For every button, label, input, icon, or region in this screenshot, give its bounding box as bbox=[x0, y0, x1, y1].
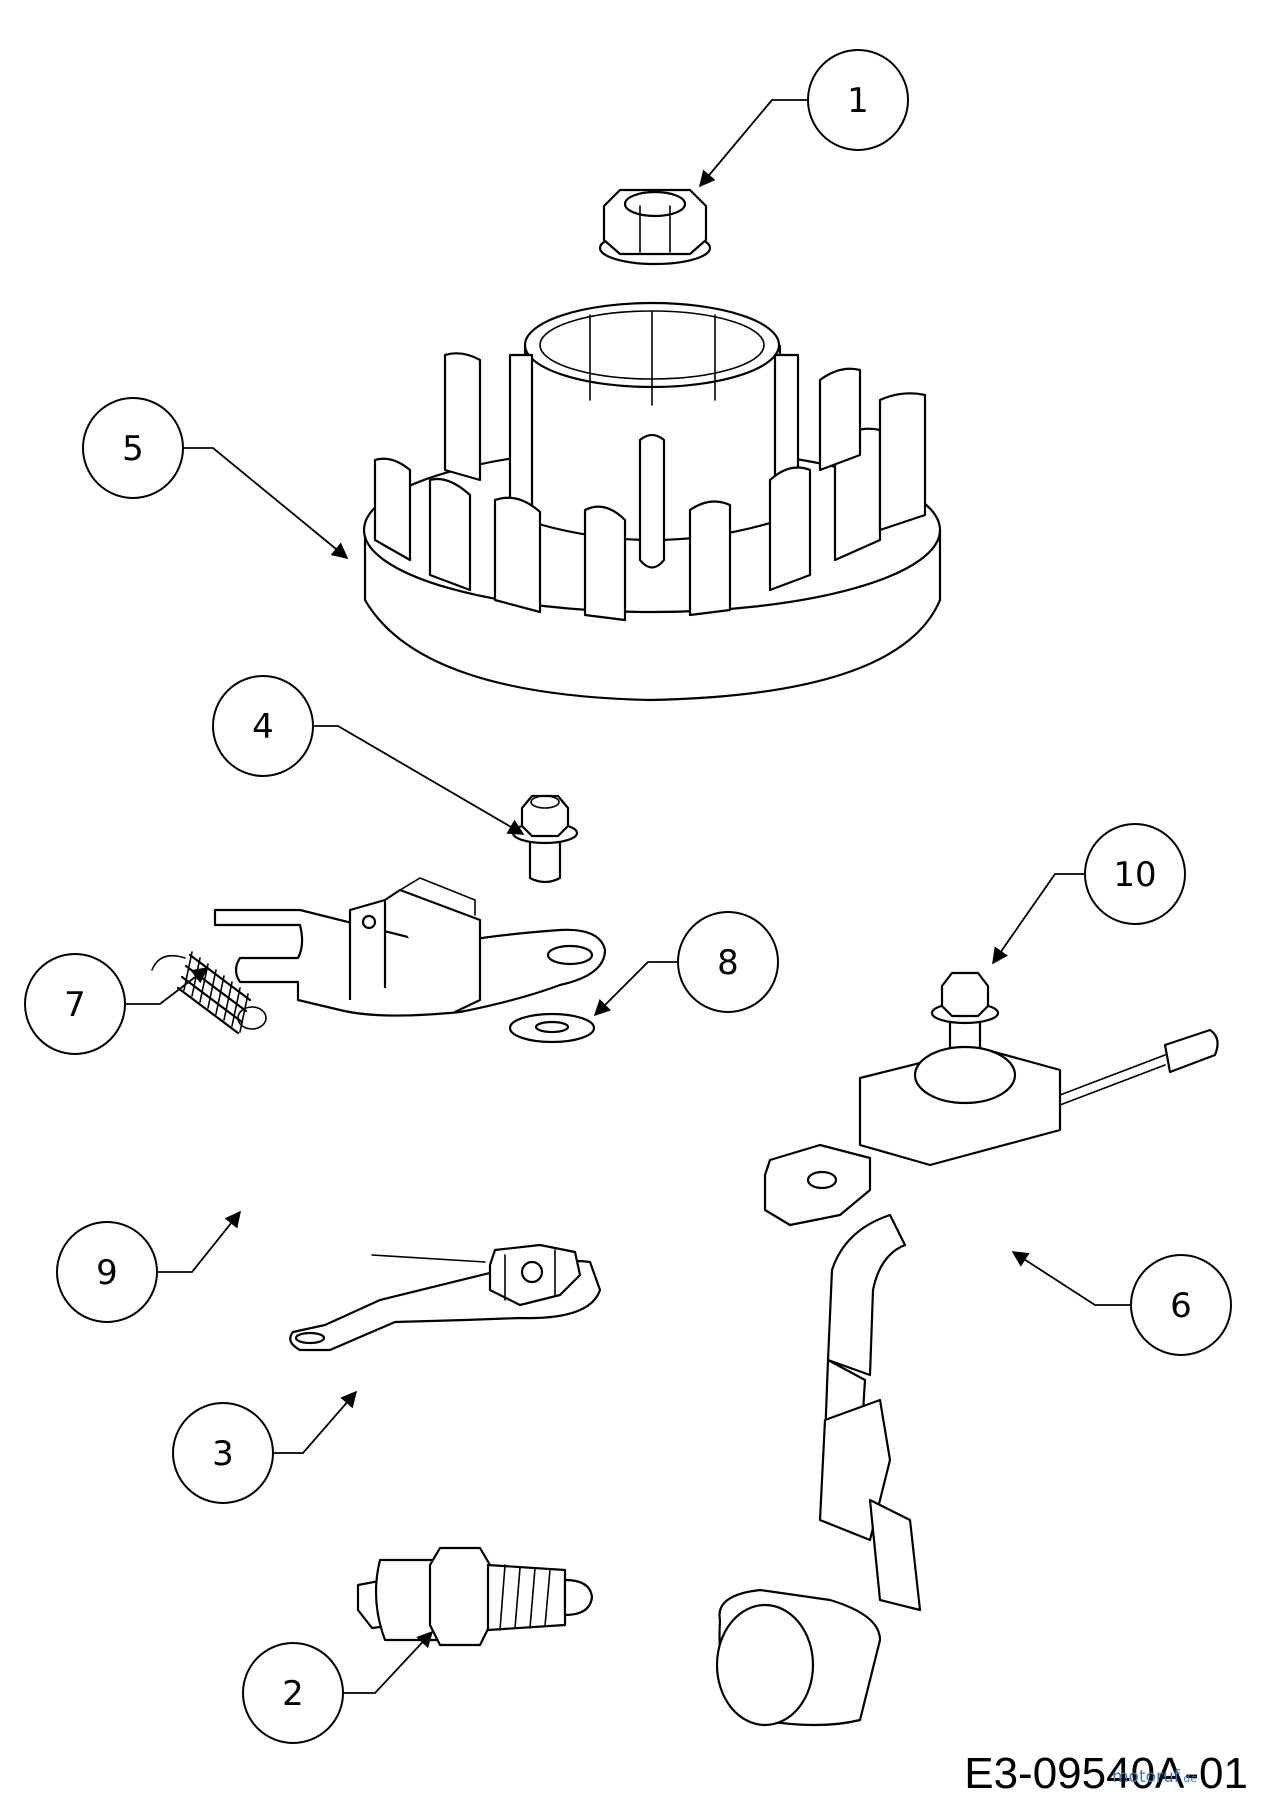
callout-label: 2 bbox=[282, 1674, 304, 1714]
flange-bolt-part bbox=[511, 794, 579, 884]
callout-10: 10 bbox=[1084, 823, 1186, 925]
callout-label: 6 bbox=[1170, 1286, 1192, 1326]
watermark-logo: motoruf.de bbox=[1112, 1767, 1197, 1787]
ignition-coil-part bbox=[715, 1028, 1219, 1727]
callout-label: 9 bbox=[96, 1253, 118, 1293]
watermark-text: motoruf bbox=[1112, 1767, 1181, 1787]
callout-label: 5 bbox=[122, 429, 144, 469]
callout-5: 5 bbox=[82, 397, 184, 499]
spark-plug-part bbox=[356, 1546, 594, 1647]
callout-label: 3 bbox=[212, 1434, 234, 1474]
leader-lines bbox=[120, 99, 1135, 1694]
callout-3: 3 bbox=[172, 1402, 274, 1504]
callout-1: 1 bbox=[807, 49, 909, 151]
callout-6: 6 bbox=[1130, 1254, 1232, 1356]
callout-label: 1 bbox=[847, 81, 869, 121]
callout-8: 8 bbox=[677, 911, 779, 1013]
washer-part bbox=[508, 1012, 596, 1044]
diagram-reference-code: E3-09540A-01 bbox=[964, 1749, 1248, 1798]
callout-label: 4 bbox=[252, 707, 274, 747]
callout-label: 10 bbox=[1113, 855, 1156, 895]
callout-label: 8 bbox=[717, 943, 739, 983]
callout-2: 2 bbox=[242, 1642, 344, 1744]
callout-7: 7 bbox=[24, 953, 126, 1055]
bracket-part bbox=[213, 877, 607, 1017]
callout-9: 9 bbox=[56, 1221, 158, 1323]
stop-switch-part bbox=[289, 1243, 602, 1352]
callout-label: 7 bbox=[64, 985, 86, 1025]
flange-nut-part bbox=[598, 188, 712, 266]
callout-4: 4 bbox=[212, 675, 314, 777]
watermark-suffix: .de bbox=[1180, 1772, 1197, 1785]
flywheel-part bbox=[362, 301, 942, 702]
